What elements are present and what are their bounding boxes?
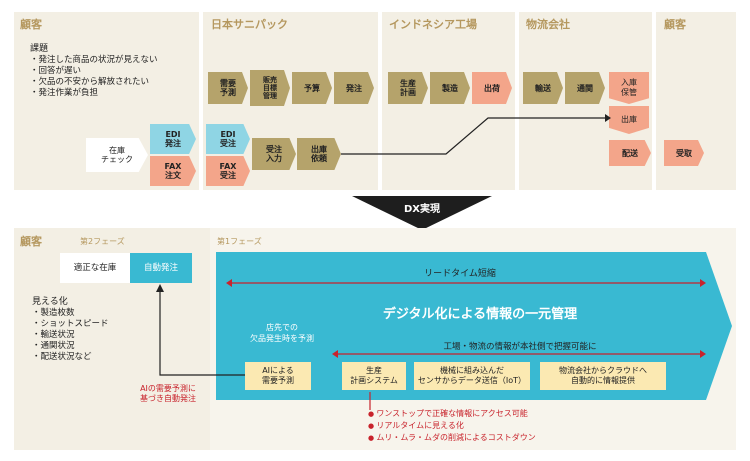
issues-heading: 課題	[30, 44, 49, 54]
panel-title-customer-end: 顧客	[664, 18, 686, 31]
logistics-flow-step: 輸送	[523, 72, 563, 104]
system-box-ai: AIによる 需要予測	[245, 362, 311, 390]
shared-info-label: 工場・物流の情報が本社側で把握可能に	[420, 340, 620, 352]
system-box-iot: 機械に組み込んだ センサからデータ送信（IoT）	[414, 362, 530, 390]
nihon-flow-step: 販売 目標 管理	[250, 70, 290, 106]
ai-note: AIの需要予測に 基づき自動発注	[140, 384, 196, 403]
nihon-flow-step: 需要 予測	[208, 72, 248, 104]
issue-item: 発注した商品の状況が見えない	[30, 55, 200, 66]
benefit-item: ムリ・ムラ・ムダの削減によるコストダウン	[368, 432, 535, 444]
fax-receive-chevron: FAX 受注	[206, 156, 250, 186]
flow-line	[341, 114, 611, 155]
visualize-item: 配送状況など	[32, 352, 152, 363]
dx-label: DX実現	[403, 204, 440, 215]
visualize-item: 輸送状況	[32, 330, 152, 341]
bottom-customer-title: 顧客	[20, 235, 42, 248]
panel-title-logistics: 物流会社	[526, 18, 570, 31]
visualize-item: ショットスピード	[32, 319, 152, 330]
nihon-flow-step: 予算	[292, 72, 332, 104]
factory-flow-step: 製造	[430, 72, 470, 104]
phase1-label: 第1フェーズ	[217, 237, 262, 246]
visualize-list: 製造枚数 ショットスピード 輸送状況 通関状況 配送状況など	[32, 308, 152, 363]
benefit-item: リアルタイムに見える化	[368, 420, 536, 432]
benefit-item: ワンストップで正確な情報にアクセス可能	[368, 408, 536, 420]
phase2-label: 第2フェーズ	[80, 237, 125, 246]
main-title: デジタル化による情報の一元管理	[382, 307, 578, 322]
warehouse-out-box: 出庫	[609, 106, 649, 134]
logistics-flow-step: 通関	[565, 72, 605, 104]
issue-item: 欠品の不安から解放されたい	[30, 77, 200, 88]
warehouse-in-box: 入庫 保管	[609, 72, 649, 104]
proper-inventory-box: 適正な在庫	[60, 253, 130, 283]
visualize-item: 製造枚数	[32, 308, 152, 319]
receive-chevron: 受取	[664, 140, 704, 166]
factory-flow-step: 出荷	[472, 72, 512, 104]
dx-arrow-shape	[352, 196, 492, 230]
benefits-list: ワンストップで正確な情報にアクセス可能 リアルタイムに見える化 ムリ・ムラ・ムダ…	[368, 408, 536, 444]
nihon-flow-step: 発注	[334, 72, 374, 104]
order-entry-chevron: 受注 入力	[252, 138, 296, 170]
shipment-request-chevron: 出庫 依頼	[297, 138, 341, 170]
auto-order-box: 自動発注	[130, 253, 192, 283]
issues-block: 課題 発注した商品の状況が見えない 回答が遅い 欠品の不安から解放されたい 発注…	[30, 44, 200, 99]
panel-title-nihon: 日本サニパック	[211, 18, 288, 31]
edi-receive-chevron: EDI 受注	[206, 124, 250, 154]
inventory-check-chevron: 在庫 チェック	[86, 138, 148, 172]
visualize-item: 通関状況	[32, 341, 152, 352]
edi-order-chevron: EDI 発注	[150, 124, 196, 154]
issue-item: 発注作業が負担	[30, 88, 200, 99]
panel-title-customer: 顧客	[20, 18, 42, 31]
factory-flow-step: 生産 計画	[388, 72, 428, 104]
system-box-production: 生産 計画システム	[342, 362, 406, 390]
visualize-block: 見える化 製造枚数 ショットスピード 輸送状況 通関状況 配送状況など	[32, 297, 152, 363]
issue-item: 回答が遅い	[30, 66, 200, 77]
panel-title-indonesia: インドネシア工場	[389, 18, 477, 31]
store-note: 店先での 欠品発生時を予測	[250, 323, 314, 343]
visualize-heading: 見える化	[32, 297, 68, 307]
fax-order-chevron: FAX 注文	[150, 156, 196, 186]
system-box-cloud: 物流会社からクラウドへ 自動的に情報提供	[540, 362, 666, 390]
issues-list: 発注した商品の状況が見えない 回答が遅い 欠品の不安から解放されたい 発注作業が…	[30, 55, 200, 99]
delivery-chevron: 配送	[609, 140, 651, 166]
lead-time-label: リードタイム短縮	[400, 266, 520, 279]
